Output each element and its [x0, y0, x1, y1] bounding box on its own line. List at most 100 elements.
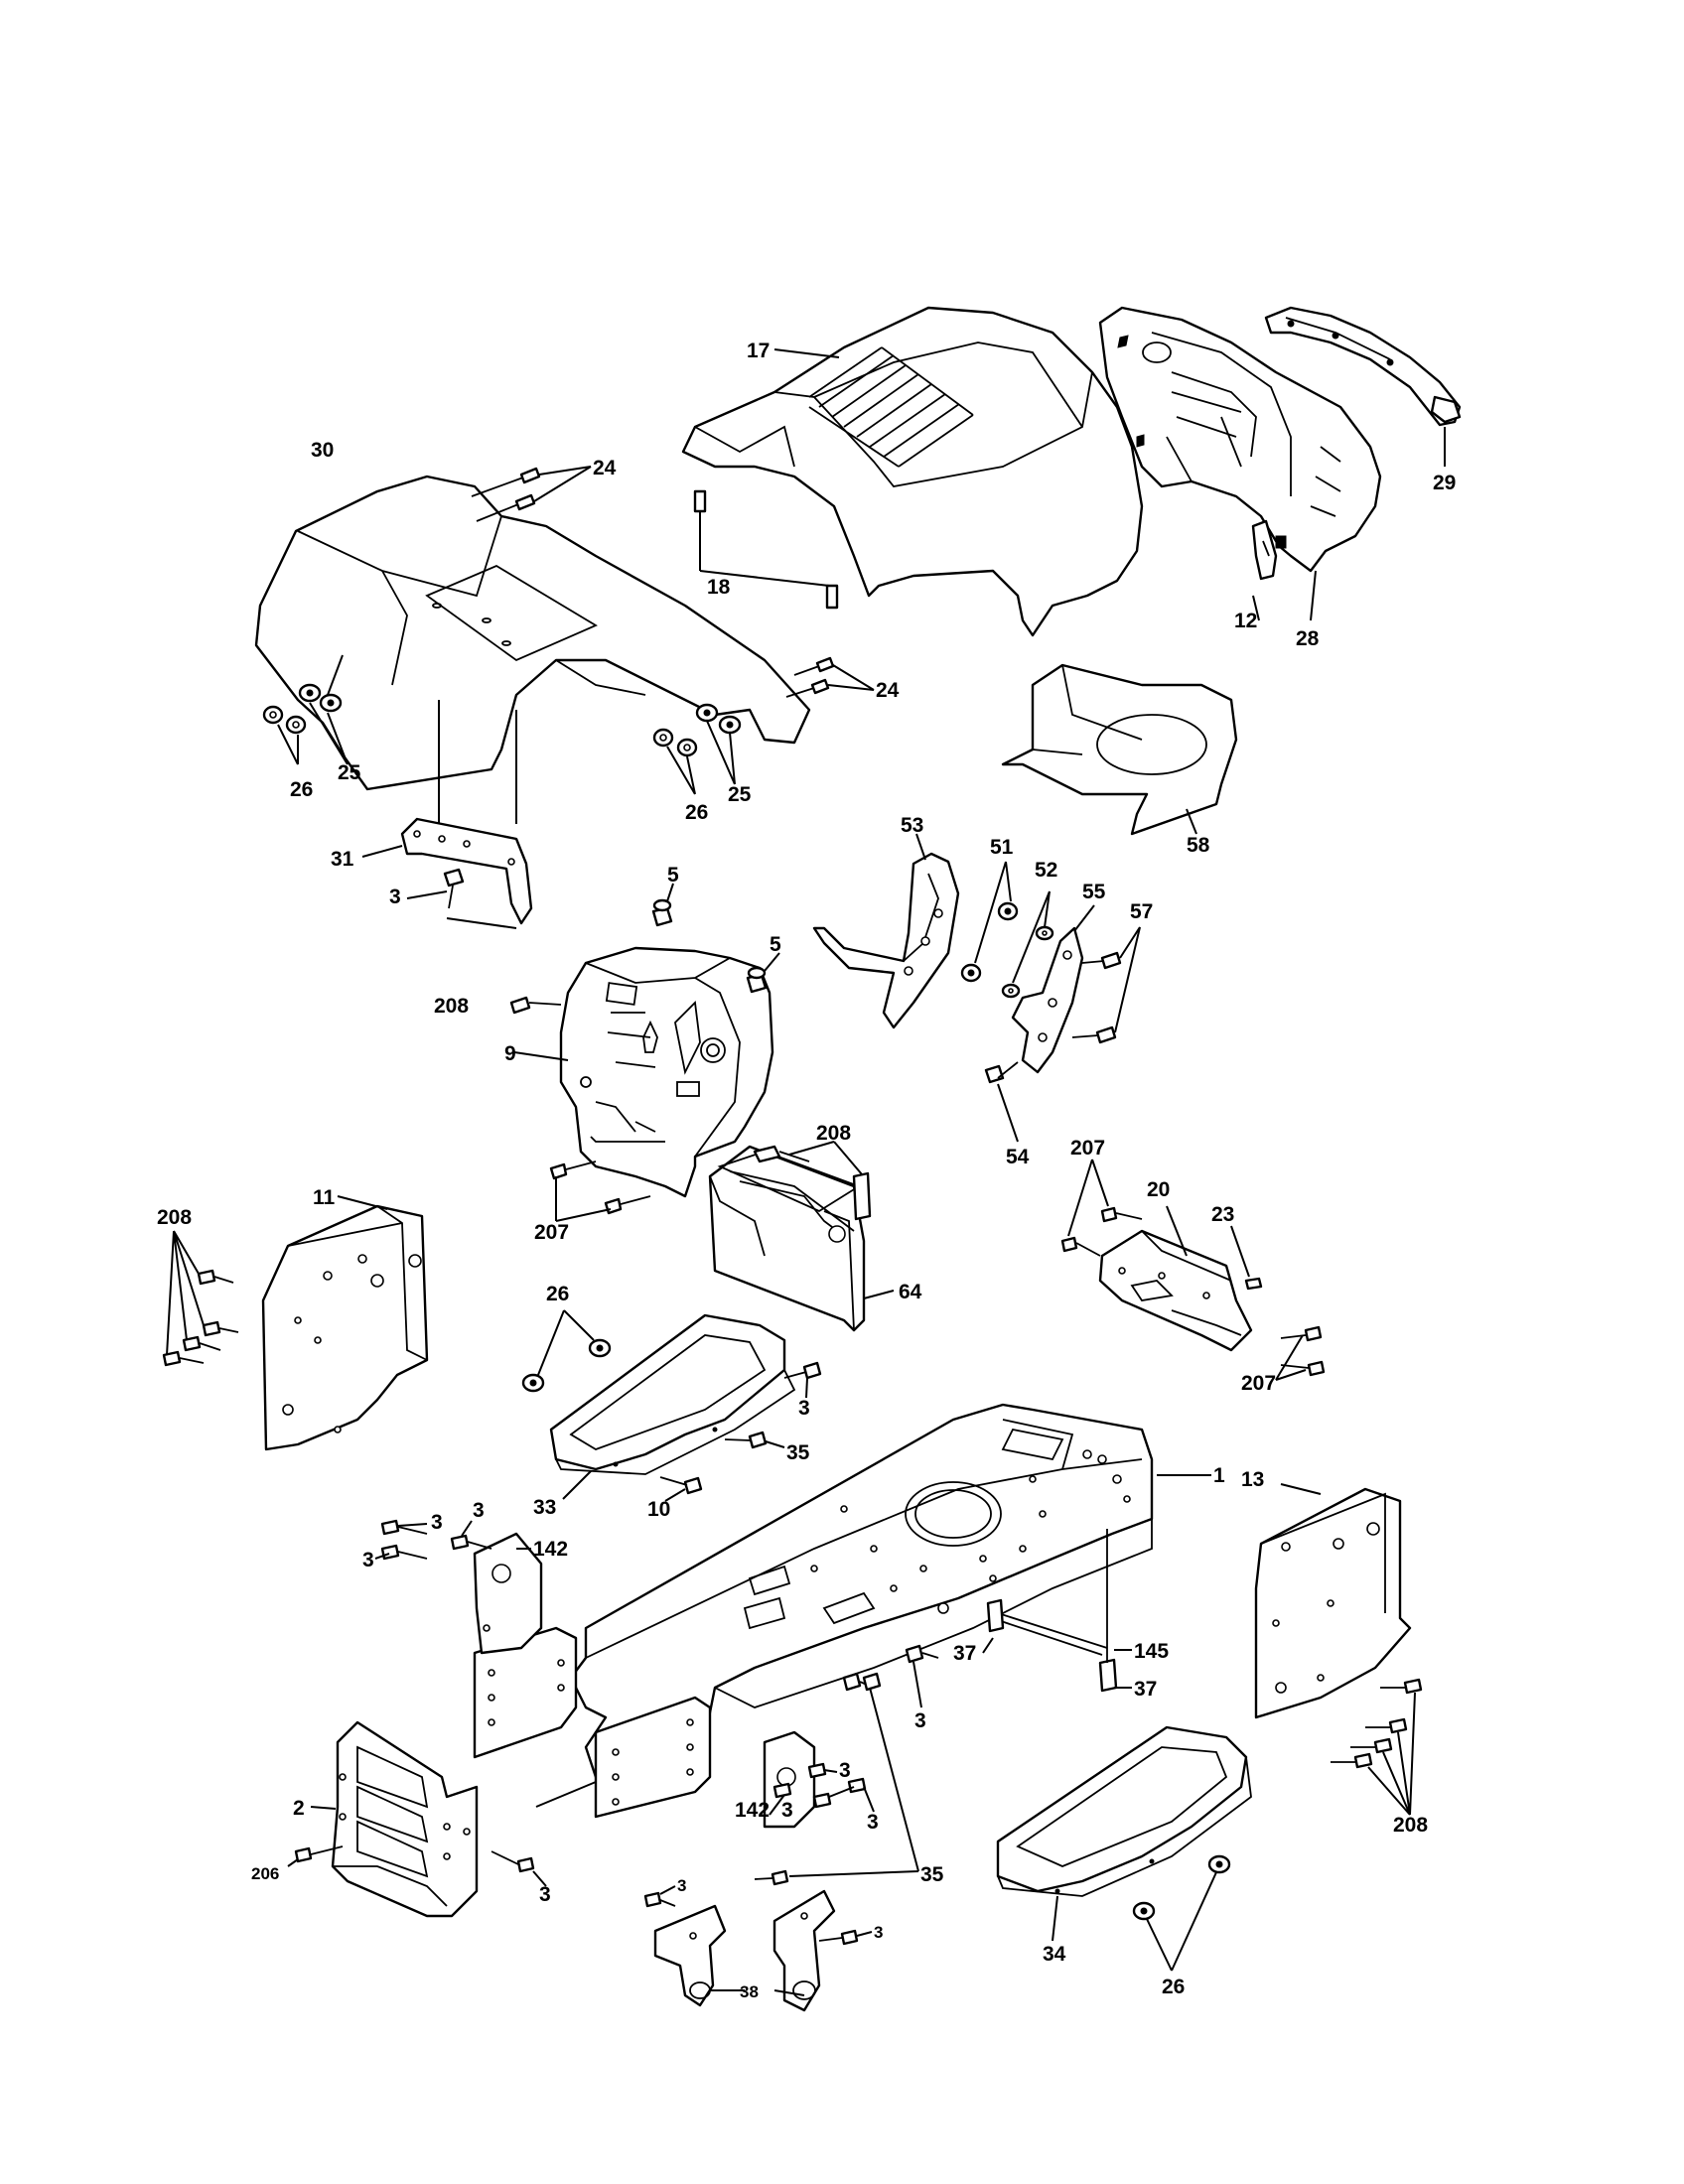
callout-207: 207: [1241, 1372, 1276, 1395]
part-25-26-hardware-right: [652, 703, 742, 795]
part-55-pedal-assembly: [960, 861, 1141, 1143]
callout-labels: 17 30 24 29 18 12 28 24 25 26 25 26 58 5…: [157, 340, 1456, 2001]
callout-26: 26: [546, 1283, 569, 1305]
callout-3: 3: [874, 1923, 883, 1942]
part-208-bolt-a: [509, 996, 562, 1015]
part-31-bracket: [361, 817, 533, 929]
callout-208: 208: [816, 1122, 851, 1145]
callout-208: 208: [157, 1206, 192, 1229]
part-29-grille-insert: [1264, 306, 1462, 467]
callout-26: 26: [290, 778, 313, 801]
callout-3: 3: [677, 1876, 686, 1895]
part-142-bracket-lower: [763, 1730, 875, 1829]
callout-31: 31: [331, 848, 354, 871]
callout-2: 2: [293, 1797, 305, 1820]
callout-20: 20: [1147, 1178, 1170, 1201]
part-20-bracket: [1098, 1205, 1263, 1352]
callout-17: 17: [747, 340, 770, 362]
callout-58: 58: [1187, 834, 1210, 857]
callout-145: 145: [1134, 1640, 1169, 1663]
callout-208: 208: [1393, 1814, 1428, 1837]
part-38-brackets: [643, 1885, 873, 2012]
callout-38: 38: [740, 1982, 759, 2001]
callout-37: 37: [1134, 1678, 1157, 1701]
part-208-bolts-c: [1331, 1678, 1423, 1816]
part-206-bolt: [287, 1845, 547, 1887]
callout-35: 35: [920, 1863, 944, 1886]
part-26-nuts-b: [1132, 1854, 1231, 1972]
callout-23: 23: [1211, 1203, 1234, 1226]
part-12-latch: [1251, 519, 1278, 621]
callout-26: 26: [1162, 1976, 1185, 1998]
callout-35: 35: [786, 1441, 810, 1464]
callout-64: 64: [899, 1281, 922, 1303]
part-33-footrest: [549, 1313, 796, 1500]
callout-208: 208: [434, 995, 469, 1018]
callout-53: 53: [901, 814, 923, 837]
part-17-hood: [681, 306, 1144, 637]
callout-207: 207: [534, 1221, 569, 1244]
part-3-bolts-center: [842, 1644, 939, 1708]
part-13-side-panel: [1254, 1483, 1412, 1719]
callout-37: 37: [953, 1642, 976, 1665]
callout-9: 9: [504, 1042, 516, 1065]
callout-3: 3: [389, 886, 401, 908]
part-2-front-bracket: [310, 1720, 479, 1918]
callout-55: 55: [1082, 881, 1106, 903]
part-35-bolts: [754, 1672, 919, 1886]
callout-3: 3: [798, 1397, 810, 1420]
callout-3: 3: [431, 1511, 443, 1534]
part-18-bumpers: [693, 489, 839, 610]
callout-25: 25: [338, 761, 361, 784]
part-34-footrest: [996, 1725, 1252, 1942]
part-26-nuts-a: [521, 1309, 612, 1393]
callout-3: 3: [362, 1549, 374, 1571]
callout-12: 12: [1234, 610, 1257, 632]
callout-34: 34: [1043, 1943, 1066, 1966]
part-5-nuts: [651, 883, 780, 994]
callout-29: 29: [1433, 472, 1456, 494]
callout-18: 18: [707, 576, 731, 599]
callout-206: 206: [251, 1864, 279, 1883]
callout-52: 52: [1035, 859, 1057, 882]
part-25-26-hardware-left: [262, 654, 349, 765]
part-24-bolts-right: [785, 656, 875, 698]
callout-3: 3: [473, 1499, 485, 1522]
callout-1: 1: [1213, 1464, 1225, 1487]
callout-3: 3: [839, 1759, 851, 1782]
callout-3: 3: [867, 1811, 879, 1834]
part-53-bracket: [812, 833, 960, 1029]
callout-3: 3: [781, 1799, 793, 1822]
part-24-bolts-left: [471, 466, 592, 522]
callout-5: 5: [770, 933, 781, 956]
part-30-fender: [254, 475, 811, 824]
callout-25: 25: [728, 783, 752, 806]
callout-207: 207: [1070, 1137, 1105, 1160]
callout-3: 3: [539, 1883, 551, 1906]
callout-30: 30: [311, 439, 334, 462]
part-9-dash-panel: [513, 946, 774, 1198]
callout-5: 5: [667, 864, 679, 887]
part-207-bolts-b: [1060, 1159, 1326, 1381]
callout-13: 13: [1241, 1468, 1264, 1491]
part-1-frame: [473, 1403, 1211, 1819]
part-64-battery-tray: [708, 1141, 895, 1332]
part-11-side-panel: [261, 1195, 429, 1451]
part-28-grille-housing: [1098, 306, 1382, 621]
part-bolts-near-33: [659, 1361, 822, 1502]
callout-24: 24: [876, 679, 900, 702]
part-207-bolts-a: [549, 1160, 651, 1222]
callout-3: 3: [914, 1709, 926, 1732]
callout-10: 10: [647, 1498, 670, 1521]
part-208-bolts-b: [162, 1230, 239, 1367]
callout-54: 54: [1006, 1146, 1030, 1168]
callout-142: 142: [735, 1799, 770, 1822]
callout-33: 33: [533, 1496, 556, 1519]
callout-11: 11: [313, 1186, 336, 1209]
part-142-bracket-upper: [374, 1519, 543, 1655]
callout-57: 57: [1130, 900, 1153, 923]
part-58-shroud: [1001, 663, 1238, 836]
callout-51: 51: [990, 836, 1014, 859]
callout-142: 142: [533, 1538, 568, 1561]
